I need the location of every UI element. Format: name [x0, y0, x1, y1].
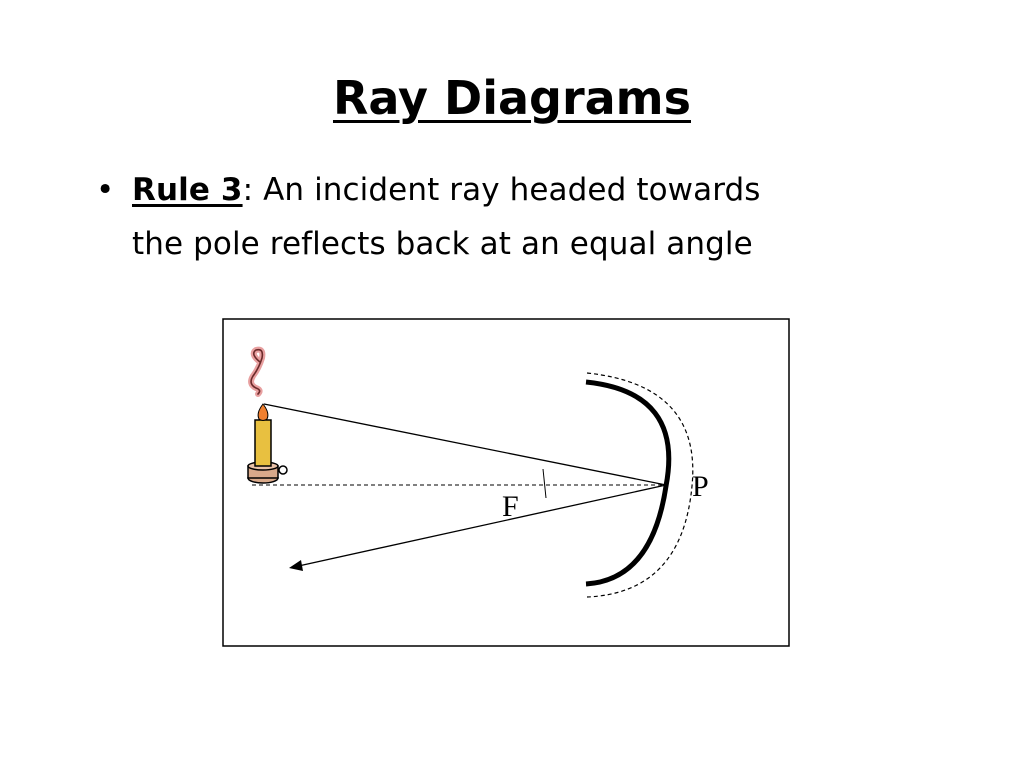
mirror-back-surface [586, 372, 694, 598]
concave-mirror [585, 379, 672, 587]
focal-point-tick [542, 468, 547, 499]
rule-text-line2: the pole reflects back at an equal angle [132, 226, 753, 262]
focal-point-label: F [502, 490, 519, 523]
pole-label: P [692, 470, 709, 503]
bullet-marker: • [96, 172, 115, 208]
ray-diagram-canvas: F P [222, 318, 790, 647]
ray-diagram: F P [222, 318, 790, 647]
rule-separator: : [242, 172, 254, 208]
rule-text-line1: An incident ray headed towards [253, 172, 761, 208]
incident-ray [263, 403, 667, 486]
arrowhead-icon [289, 560, 303, 571]
smoke-icon [248, 346, 266, 397]
bullet-text: Rule 3: An incident ray headed towards t… [132, 163, 892, 271]
slide-title: Ray Diagrams [332, 71, 691, 125]
flame-icon [257, 403, 269, 421]
reflected-ray [293, 484, 667, 568]
diagram-frame [222, 318, 790, 647]
candle-icon [247, 414, 288, 484]
rule-label: Rule 3 [132, 172, 243, 208]
